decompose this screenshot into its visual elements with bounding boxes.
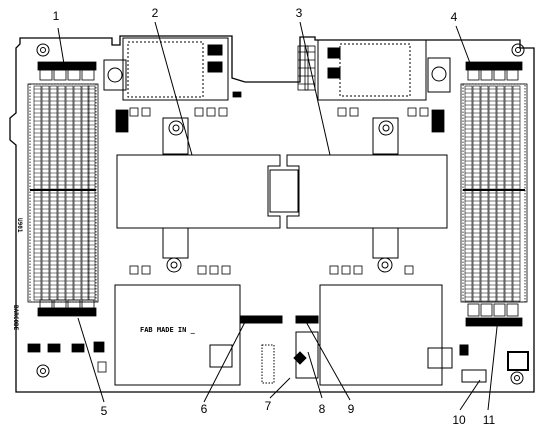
lower-expansion-areas: [114, 284, 529, 386]
vrm-module-right: [317, 39, 451, 101]
callout-7: 7: [265, 399, 272, 413]
memory-slot: [504, 85, 513, 303]
cpu-heatsink: [116, 117, 448, 259]
memory-slot: [512, 85, 521, 303]
small-components: [27, 107, 445, 373]
callout-numbers: 1 2 3 4 5 6 7 8 9 10 11: [53, 6, 496, 427]
callout-10: 10: [452, 413, 466, 427]
callout-8: 8: [319, 402, 326, 416]
side-marking-1: U901: [16, 218, 23, 233]
side-marking-2: BARCODE: [12, 305, 19, 331]
callout-3: 3: [296, 6, 303, 20]
fab-marking-text: FAB MADE IN _: [140, 326, 196, 334]
memory-slot: [488, 85, 497, 303]
callout-9: 9: [348, 402, 355, 416]
memory-bank-right: [460, 61, 528, 327]
memory-bank-left: [27, 61, 99, 317]
vrm-module-left: [103, 37, 229, 101]
callout-5: 5: [101, 404, 108, 418]
memory-slot: [496, 85, 505, 303]
callout-1: 1: [53, 9, 60, 23]
mounting-holes: [36, 43, 525, 385]
callout-6: 6: [201, 402, 208, 416]
memory-slot: [480, 85, 489, 303]
callout-4: 4: [451, 10, 458, 24]
memory-slot: [472, 85, 481, 303]
callout-leaders: [57, 21, 499, 411]
callout-11: 11: [483, 413, 496, 427]
callout-2: 2: [152, 6, 159, 20]
memory-slot: [464, 85, 473, 303]
